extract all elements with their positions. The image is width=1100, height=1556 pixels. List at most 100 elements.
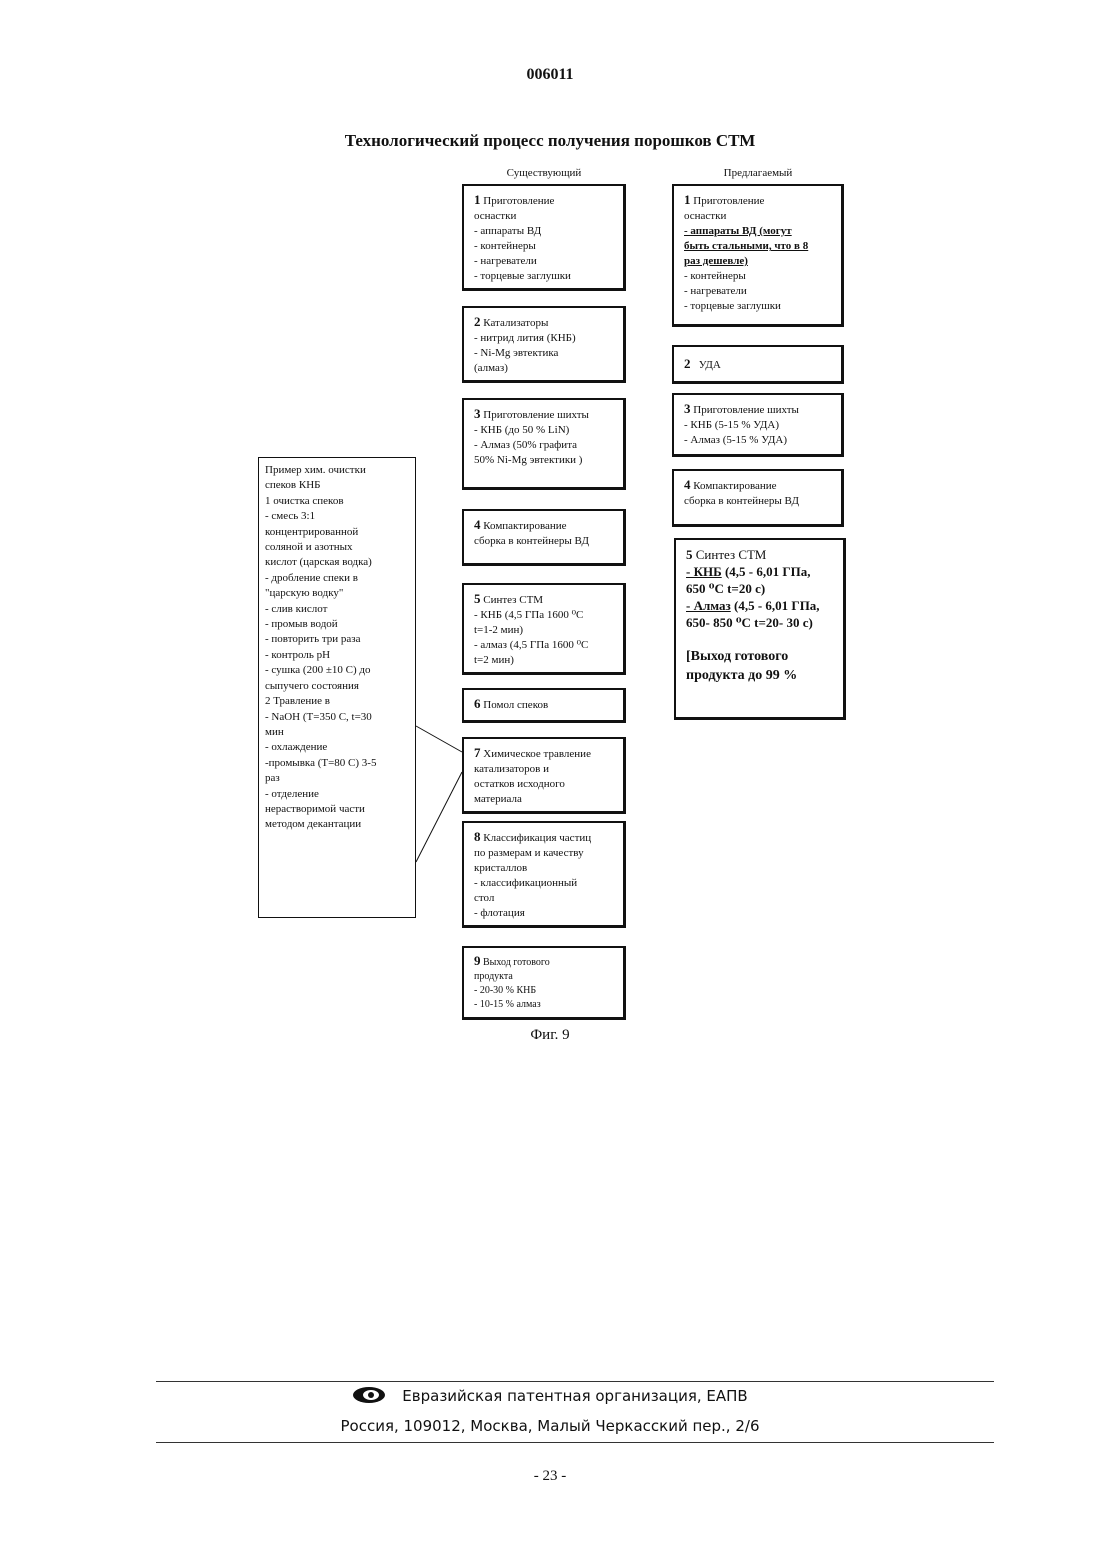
note-line: соляной и азотных (265, 540, 409, 555)
existing-step-4: 4 Компактирование сборка в контейнеры ВД (462, 509, 626, 566)
connector-line-bottom (416, 772, 462, 862)
step-number: 4 (684, 477, 691, 492)
step-number: 1 (474, 192, 481, 207)
page-number: - 23 - (0, 1468, 1100, 1485)
step-line: остатков исходного (474, 777, 615, 792)
step-number: 7 (474, 745, 481, 760)
step-line: по размерам и качеству (474, 846, 615, 861)
organization-name: Евразийская патентная организация, ЕАПВ (402, 1387, 747, 1405)
knb-params: (4,5 - 6,01 ГПа, (722, 564, 811, 579)
step-line: оснастки (684, 209, 833, 224)
existing-step-6: 6 Помол спеков (462, 688, 626, 723)
note-line: "царскую водку" (265, 586, 409, 601)
step-line: - КНБ (4,5 ГПа 1600 ⁰С (474, 608, 615, 623)
step-line: стол (474, 891, 615, 906)
note-line: - охлаждение (265, 740, 409, 755)
knb-params-line2: 650 ⁰С t=20 с) (686, 580, 835, 597)
step-number: 5 (686, 547, 693, 562)
proposed-step-3: 3 Приготовление шихты - КНБ (5-15 % УДА)… (672, 393, 844, 457)
step-number: 2 (684, 356, 691, 371)
note-line: - дробление спеки в (265, 571, 409, 586)
footer-rule-bottom (156, 1442, 994, 1443)
step-line: - КНБ (до 50 % LiN) (474, 423, 615, 438)
step-title: Выход готового (483, 957, 550, 968)
step-title: Катализаторы (483, 317, 548, 329)
step-line: - Алмаз (50% графита (474, 438, 615, 453)
chemical-cleaning-note: Пример хим. очисткиспеков КНБ1 очистка с… (258, 457, 416, 918)
step-line: - флотация (474, 906, 615, 921)
note-line: раз (265, 771, 409, 786)
step-title: Компактирование (693, 480, 776, 492)
step-title: Помол спеков (483, 699, 548, 711)
step-line: - 10-15 % алмаз (474, 998, 615, 1012)
step-line: t=2 мин) (474, 653, 615, 668)
note-line: мин (265, 725, 409, 740)
diamond-params: (4,5 - 6,01 ГПа, (731, 598, 820, 613)
connector-line-top (416, 726, 462, 752)
step-line: - контейнеры (474, 239, 615, 254)
step-number: 8 (474, 829, 481, 844)
step-number: 9 (474, 953, 481, 968)
note-line: - смесь 3:1 (265, 509, 409, 524)
note-line: - слив кислот (265, 602, 409, 617)
step-number: 3 (474, 406, 481, 421)
step-number: 1 (684, 192, 691, 207)
note-line: 1 очистка спеков (265, 494, 409, 509)
step-line: - алмаз (4,5 ГПа 1600 ⁰С (474, 638, 615, 653)
footer-organization: Евразийская патентная организация, ЕАПВ (0, 1386, 1100, 1408)
step-title: Классификация частиц (483, 832, 591, 844)
existing-step-1: 1 Приготовление оснастки - аппараты ВД -… (462, 184, 626, 291)
step-title: Приготовление шихты (693, 404, 799, 416)
note-line: - отделение (265, 787, 409, 802)
existing-step-3: 3 Приготовление шихты - КНБ (до 50 % LiN… (462, 398, 626, 490)
step-line: - 20-30 % КНБ (474, 984, 615, 998)
step-line: (алмаз) (474, 361, 615, 376)
existing-step-2: 2 Катализаторы - нитрид лития (КНБ) - Ni… (462, 306, 626, 383)
step-title: УДА (699, 359, 721, 371)
step-title: Синтез СТМ (483, 594, 543, 606)
step-line: - классификационный (474, 876, 615, 891)
step-line: сборка в контейнеры ВД (684, 494, 833, 509)
step-number: 4 (474, 517, 481, 532)
step-title: Приготовление (483, 195, 554, 207)
note-line: методом декантации (265, 817, 409, 832)
step-line: - нитрид лития (КНБ) (474, 331, 615, 346)
step-title: Приготовление шихты (483, 409, 589, 421)
step-line: - нагреватели (684, 284, 833, 299)
step-line: - торцевые заглушки (474, 269, 615, 284)
note-line: Пример хим. очистки (265, 463, 409, 478)
step-title: Приготовление (693, 195, 764, 207)
step-title: Химическое травление (483, 748, 591, 760)
knb-label: - КНБ (686, 564, 722, 579)
step-line: оснастки (474, 209, 615, 224)
step-line: продукта (474, 970, 615, 984)
proposed-step-1: 1 Приготовление оснастки - аппараты ВД (… (672, 184, 844, 327)
eapo-logo-icon (352, 1386, 386, 1408)
footer-rule-top (156, 1381, 994, 1382)
step-line: сборка в контейнеры ВД (474, 534, 615, 549)
step-line: 50% Ni-Mg эвтектики ) (474, 453, 615, 468)
step-line: - контейнеры (684, 269, 833, 284)
step-title: Синтез СТМ (696, 547, 767, 562)
step-line: - КНБ (5-15 % УДА) (684, 418, 833, 433)
step-line: t=1-2 мин) (474, 623, 615, 638)
footer-address: Россия, 109012, Москва, Малый Черкасский… (0, 1417, 1100, 1435)
step-line: - нагреватели (474, 254, 615, 269)
step-line: - аппараты ВД (474, 224, 615, 239)
note-line: - сушка (200 ±10 С) до (265, 663, 409, 678)
step-number: 5 (474, 591, 481, 606)
existing-step-7: 7 Химическое травление катализаторов и о… (462, 737, 626, 814)
note-line: спеков КНБ (265, 478, 409, 493)
step-line: - торцевые заглушки (684, 299, 833, 314)
step-number: 6 (474, 696, 481, 711)
note-line: -промывка (T=80 C) 3-5 (265, 756, 409, 771)
proposed-step-5: 5 Синтез СТМ - КНБ (4,5 - 6,01 ГПа, 650 … (674, 538, 846, 720)
step-line-highlighted: - аппараты ВД (могут (684, 224, 833, 239)
figure-caption: Фиг. 9 (500, 1027, 600, 1044)
step-number: 2 (474, 314, 481, 329)
diamond-params-line2: 650- 850 ⁰С t=20- 30 с) (686, 614, 835, 631)
step-line-highlighted: раз дешевле) (684, 254, 833, 269)
existing-step-8: 8 Классификация частиц по размерам и кач… (462, 821, 626, 928)
existing-step-5: 5 Синтез СТМ - КНБ (4,5 ГПа 1600 ⁰С t=1-… (462, 583, 626, 675)
step-line-highlighted: быть стальными, что в 8 (684, 239, 833, 254)
